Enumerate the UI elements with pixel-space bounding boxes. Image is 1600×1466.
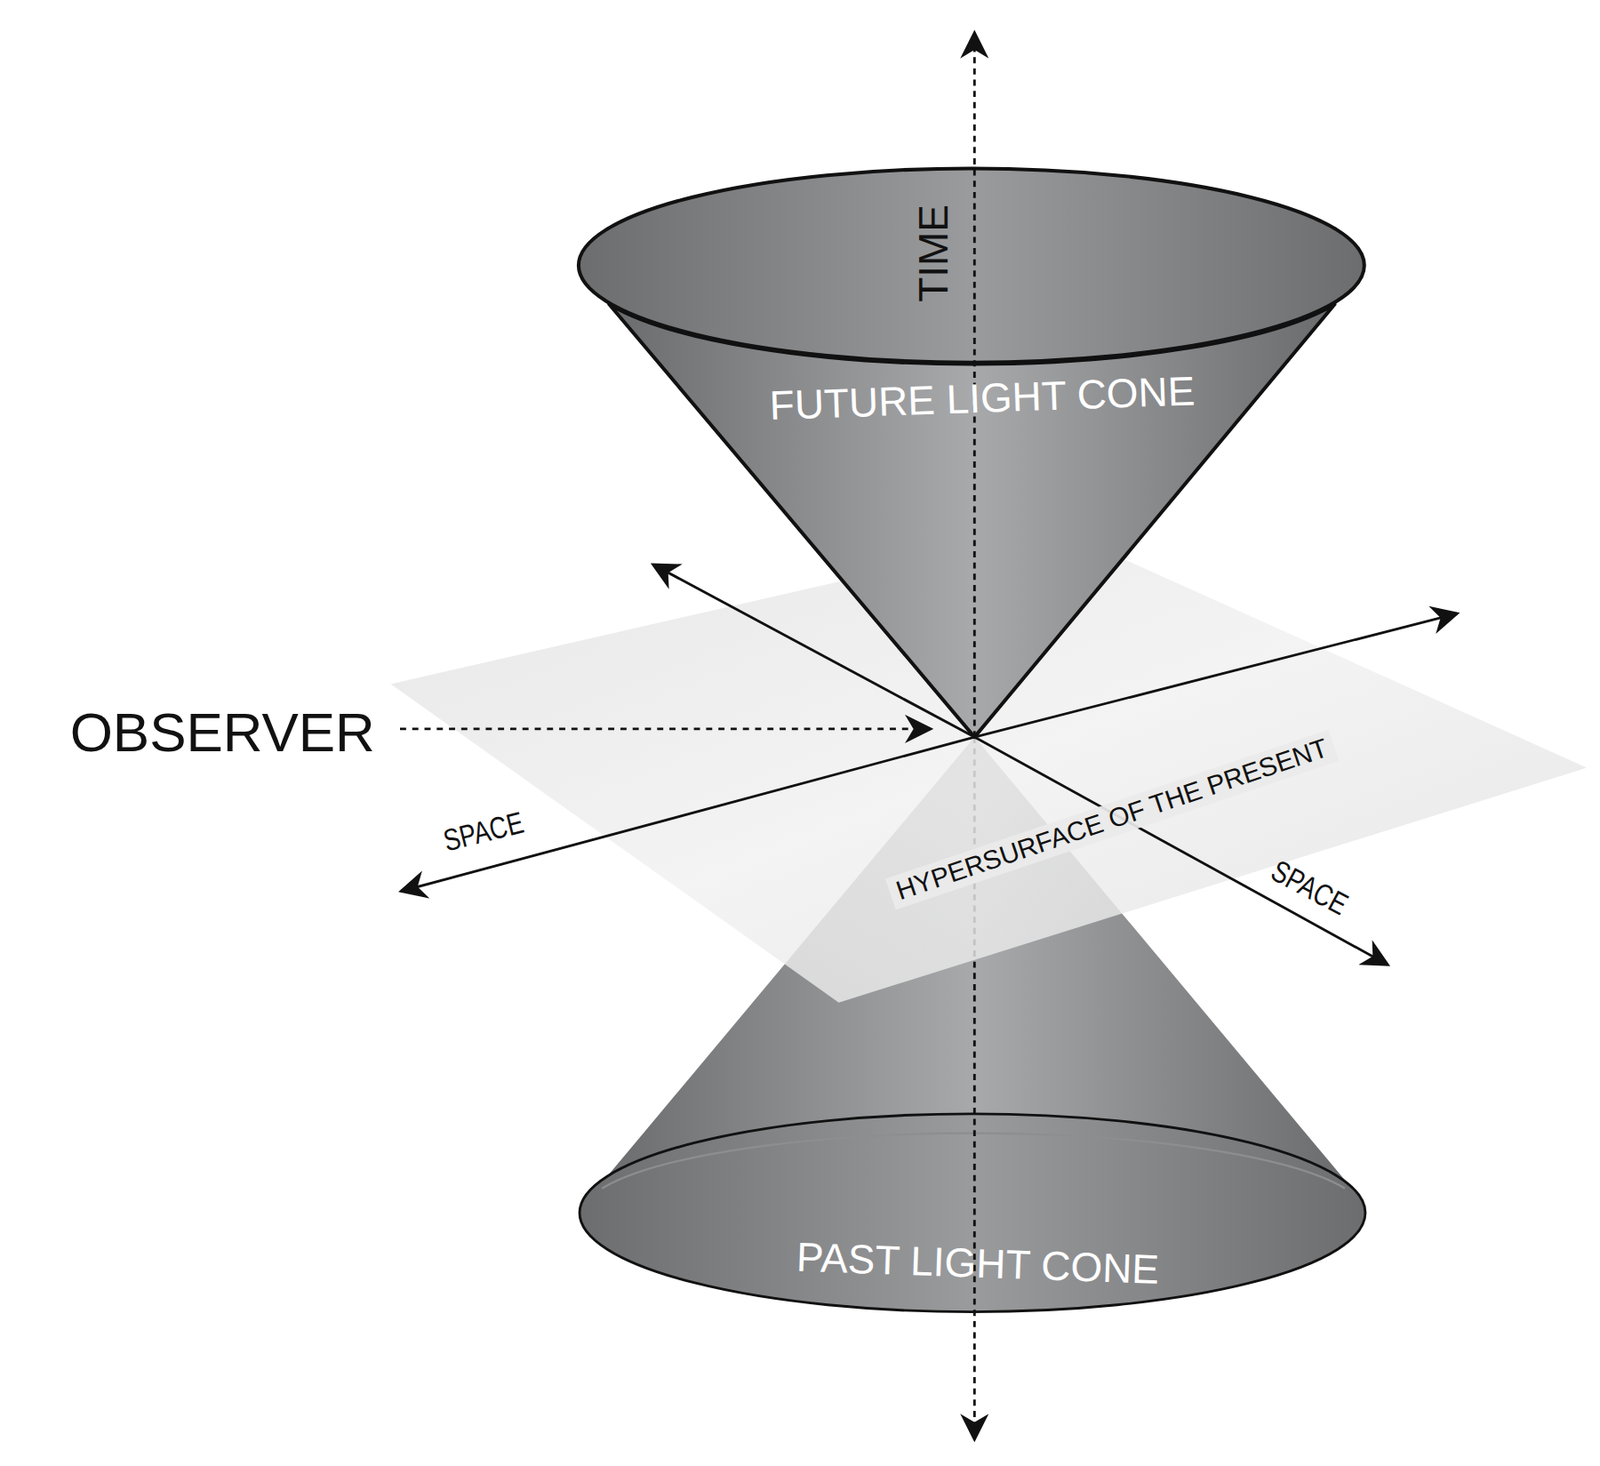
space-axis [974, 613, 1457, 737]
space-axis [400, 736, 975, 891]
observer-label: OBSERVER [70, 702, 376, 763]
observer-pointer [400, 727, 931, 730]
space-axis [653, 564, 976, 737]
axis-label: SPACE [440, 805, 528, 858]
axis-label: SPACE [1265, 854, 1353, 922]
axis-label: TIME [911, 204, 957, 303]
future-cone [578, 168, 1365, 737]
